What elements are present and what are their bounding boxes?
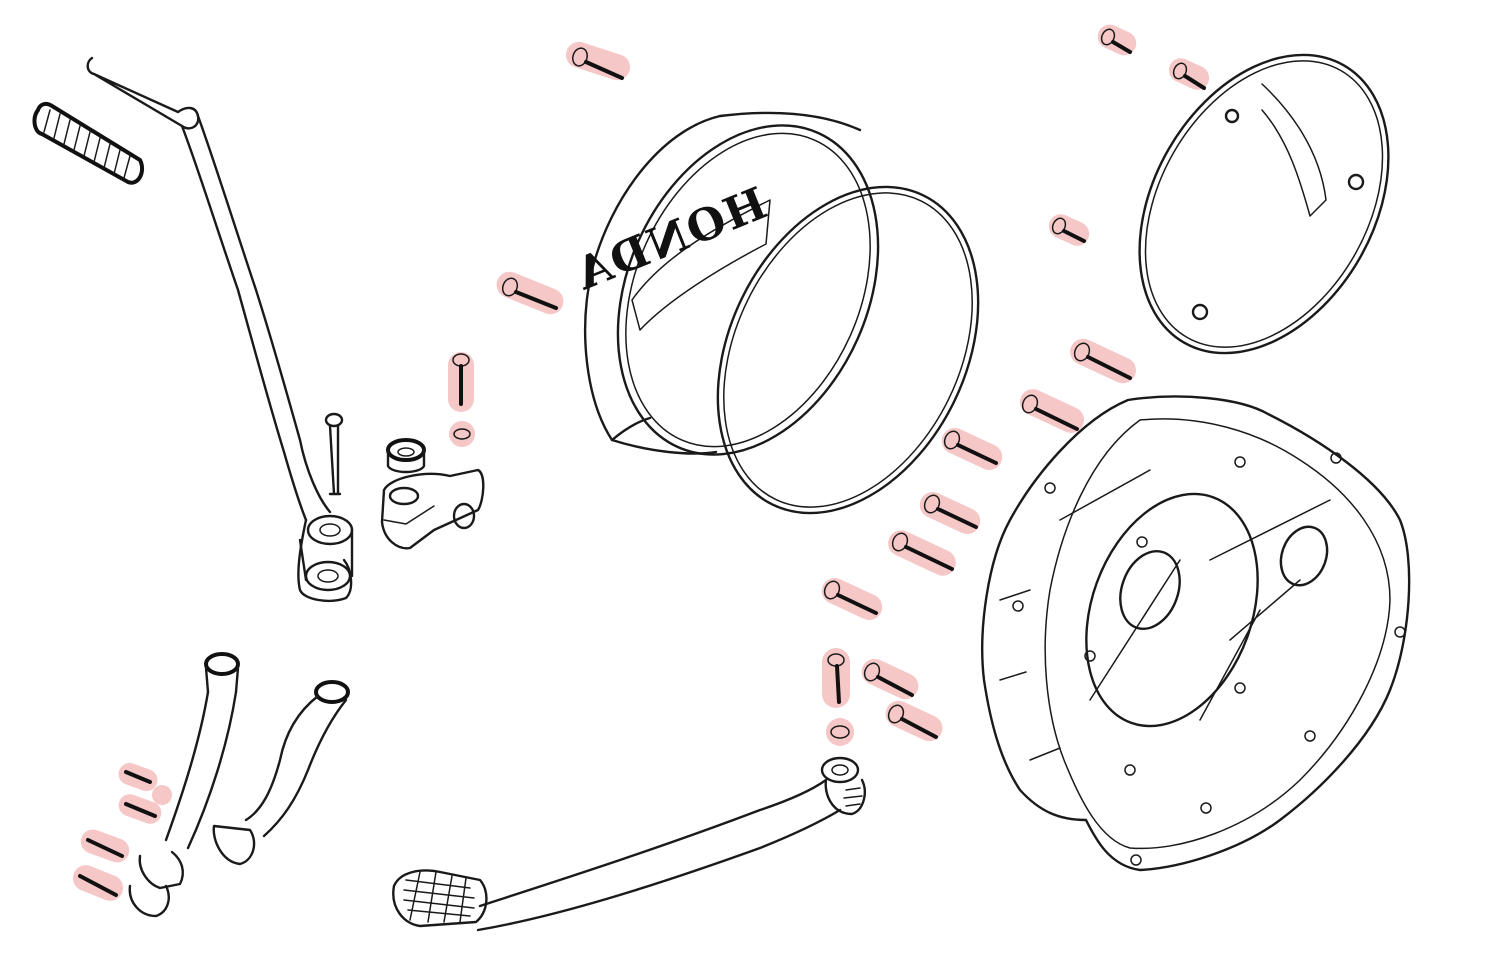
kick-rubber-grip xyxy=(32,101,145,185)
cover-gasket xyxy=(716,185,980,515)
pivot-bolt xyxy=(324,412,344,496)
screw-highlight-top-center xyxy=(565,41,631,81)
oil-hose-right xyxy=(212,680,350,866)
screw-highlight-cover-3 xyxy=(941,427,1003,471)
screw-highlight-cover-1 xyxy=(1070,338,1136,384)
screw-highlight-hose-2 xyxy=(118,794,162,824)
inspection-cover xyxy=(1138,53,1390,355)
screw-highlight-pedal-2 xyxy=(885,700,943,742)
screw-highlight-pedal-1 xyxy=(861,658,919,700)
oil-hose-left xyxy=(128,652,240,918)
screw-highlight-top-right-b xyxy=(1168,58,1210,90)
bolt-highlight-pedal xyxy=(822,648,854,746)
honda-logo-text: HONDA xyxy=(567,178,774,301)
screw-highlight-hose-4 xyxy=(72,865,124,901)
screw-highlight-hose-3 xyxy=(80,829,130,863)
screw-highlight-mid-right xyxy=(1048,214,1090,246)
screw-highlight-cover-5 xyxy=(888,530,956,576)
screw-highlight-hose-1 xyxy=(118,762,172,805)
screw-highlight-cover-2 xyxy=(1019,389,1085,433)
bolt-highlight-vertical xyxy=(448,352,475,447)
kick-start-lever xyxy=(86,56,354,602)
screw-highlight-top-right-a xyxy=(1097,24,1137,56)
screw-highlight-cover-6 xyxy=(821,577,883,621)
crankcase-cover xyxy=(981,395,1411,872)
clamp-block xyxy=(380,468,485,550)
highlighted-fasteners xyxy=(72,24,1210,901)
oil-seal xyxy=(386,438,426,474)
brake-pedal xyxy=(392,756,866,932)
screw-highlight-left-center xyxy=(496,271,564,315)
screw-highlight-cover-4 xyxy=(919,491,981,535)
